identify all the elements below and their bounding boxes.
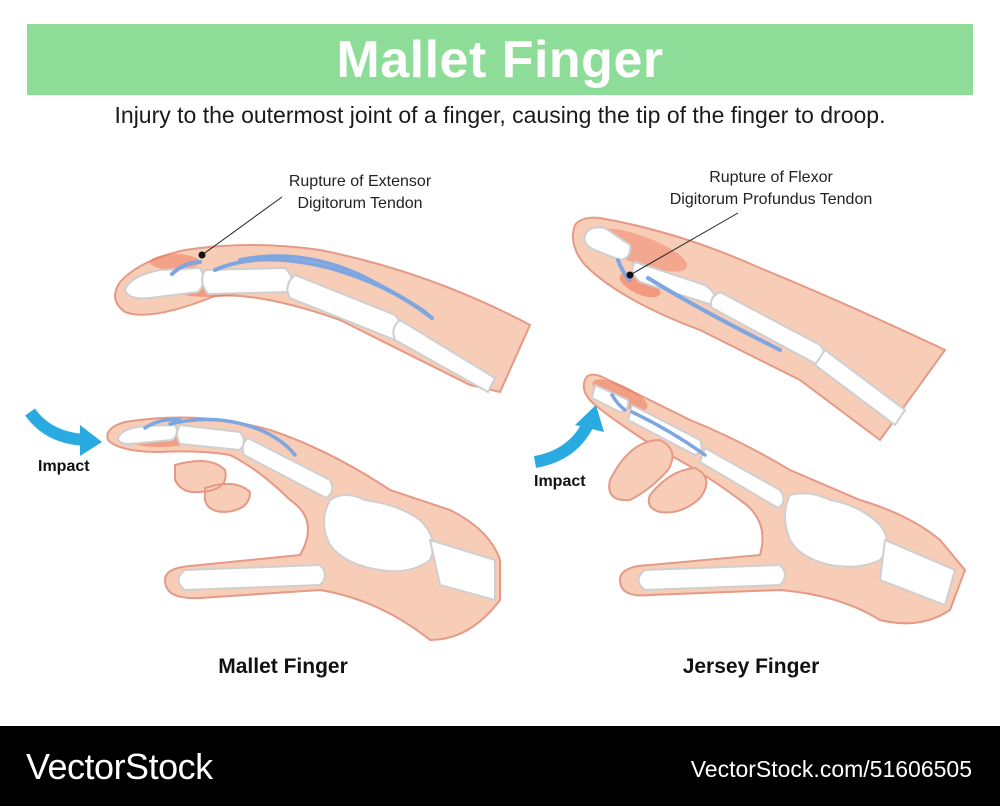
extensor-tendon-distal: [170, 260, 202, 276]
extensor-callout-line2: Digitorum Tendon: [297, 195, 423, 212]
jersey-hand-bones: [590, 383, 957, 607]
flexor-callout-line2: Digitorum Profundus Tendon: [669, 191, 873, 208]
title-banner: Mallet Finger: [27, 24, 973, 95]
mallet-closeup-bones: [123, 266, 497, 394]
jersey-finger-label: Jersey Finger: [682, 655, 820, 678]
page-subtitle: Injury to the outermost joint of a finge…: [114, 102, 886, 128]
mallet-finger-label: Mallet Finger: [218, 655, 348, 678]
footer-image-id: VectorStock.com/51606505: [690, 756, 972, 782]
mallet-hand-bones: [116, 423, 496, 602]
flexor-tendon-stump: [616, 258, 632, 282]
jersey-hand: [533, 373, 967, 625]
footer-brand-logo: VectorStock: [26, 746, 213, 787]
mallet-middle-phalanx: [201, 266, 294, 296]
extensor-tendon-branch: [238, 254, 427, 314]
extensor-callout-line1: Rupture of Extensor: [288, 173, 432, 190]
jersey-hand-tendons: [610, 393, 707, 457]
impact-arrowhead-left-icon: [80, 425, 102, 456]
impact-arrowhead-right-icon: [575, 405, 604, 432]
extensor-rupture-dot: [198, 251, 206, 259]
extensor-rupture-callout: Rupture of Extensor Digitorum Tendon: [255, 171, 465, 215]
mallet-hand: [25, 408, 501, 642]
extensor-callout-line: [201, 196, 283, 256]
mallet-closeup-tendons: [170, 254, 434, 320]
page-title: Mallet Finger: [336, 30, 664, 89]
mallet-hand-skin: [106, 416, 501, 642]
jersey-closeup-tendons: [616, 258, 782, 352]
flexor-rupture-callout: Rupture of Flexor Digitorum Profundus Te…: [640, 167, 902, 211]
jersey-hand-inflammation: [592, 379, 648, 411]
mallet-metacarpal: [392, 318, 497, 394]
flexor-tendon-retracted: [646, 276, 782, 352]
mallet-curled-fingers: [174, 460, 252, 514]
jersey-finger-closeup: [572, 212, 947, 442]
jersey-closeup-bones: [583, 226, 907, 427]
flexor-rupture-dot: [626, 271, 634, 279]
finger-injury-illustration: [25, 196, 967, 642]
impact-label-right: Impact: [534, 473, 586, 490]
mallet-finger-closeup: [114, 196, 532, 394]
mallet-hand-tendons: [143, 417, 297, 457]
flexor-callout-line1: Rupture of Flexor: [709, 169, 833, 186]
jersey-curled-fingers: [608, 438, 708, 514]
footer-bar: VectorStock VectorStock.com/51606505: [0, 726, 1000, 806]
impact-label-left: Impact: [38, 458, 90, 475]
flexor-callout-line: [629, 212, 739, 276]
